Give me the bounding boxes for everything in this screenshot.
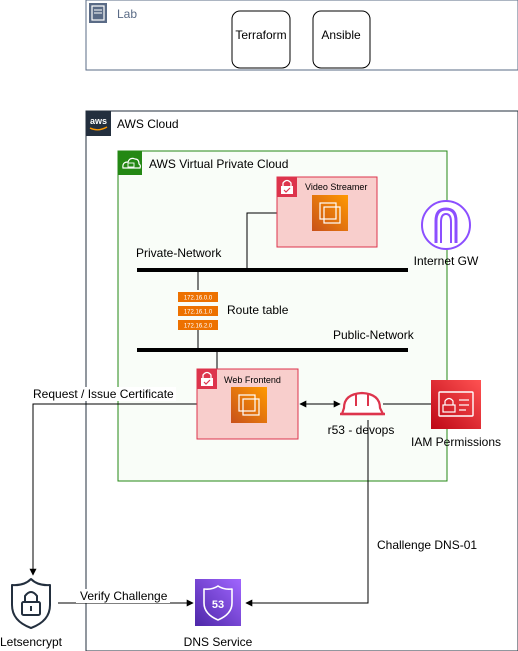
lock-icon [277,177,297,197]
hard-hat-icon [340,391,385,416]
route-table-label: Route table [227,303,289,317]
internet-gw-node[interactable]: Internet GW [414,200,479,268]
iam-permissions-label: IAM Permissions [411,435,501,449]
iam-permissions-icon [431,380,481,429]
shield-lock-icon [11,578,51,629]
route-table-icon: 172.16.0.0 172.16.1.0 172.16.2.0 [178,292,218,330]
route53-icon: 53 [195,579,241,626]
vpc-cloud-icon [118,151,142,175]
terraform-label: Terraform [235,28,286,42]
connectors [29,212,431,607]
route-table-node[interactable]: 172.16.0.0 172.16.1.0 172.16.2.0 Route t… [178,292,289,330]
private-network: Private-Network [136,246,408,272]
server-icon [89,3,107,23]
edge-label-bg [374,538,478,552]
route-entry: 172.16.2.0 [184,324,213,330]
video-streamer-label: Video Streamer [305,182,367,192]
internet-gw-label: Internet GW [414,254,479,268]
ec2-icon [312,195,348,231]
lab-title: Lab [117,7,137,21]
dns-service-node[interactable]: 53 DNS Service [184,579,253,649]
lock-icon [197,369,217,389]
web-frontend-label: Web Frontend [224,375,281,385]
edge-label-challenge-dns: Challenge DNS-01 [377,538,477,552]
aws-logo-icon: aws [86,111,111,136]
edge-label-bg [76,589,170,603]
r53-devops-label: r53 - devops [328,423,395,437]
public-network: Public-Network [137,328,415,352]
aws-cloud-title: AWS Cloud [117,117,179,131]
letsencrypt-label: Letsencrypt [0,635,63,649]
terraform-node[interactable]: Terraform [231,10,291,69]
lab-group: Lab Terraform Ansible [85,0,518,71]
letsencrypt-node[interactable]: Letsencrypt [0,578,63,649]
edge-label-verify-challenge: Verify Challenge [80,589,168,603]
edge-label-request-certificate: Request / Issue Certificate [33,387,174,401]
web-frontend-node[interactable]: Web Frontend [196,368,299,440]
internet-gateway-icon [421,200,471,250]
route-entry: 172.16.0.0 [184,296,213,302]
private-network-label: Private-Network [136,246,222,260]
dns-service-label: DNS Service [184,635,253,649]
aws-logo-text: aws [90,116,107,126]
public-network-label: Public-Network [333,328,415,342]
route-entry: 172.16.1.0 [184,310,213,316]
video-streamer-node[interactable]: Video Streamer [276,176,378,248]
route53-badge: 53 [212,599,224,611]
ansible-label: Ansible [321,28,361,42]
ansible-node[interactable]: Ansible [312,10,371,69]
vpc-title: AWS Virtual Private Cloud [149,157,288,171]
ec2-icon [231,387,267,423]
r53-devops-node[interactable]: r53 - devops [328,391,395,437]
iam-permissions-node[interactable]: IAM Permissions [411,380,501,449]
edge-label-bg [30,387,176,401]
